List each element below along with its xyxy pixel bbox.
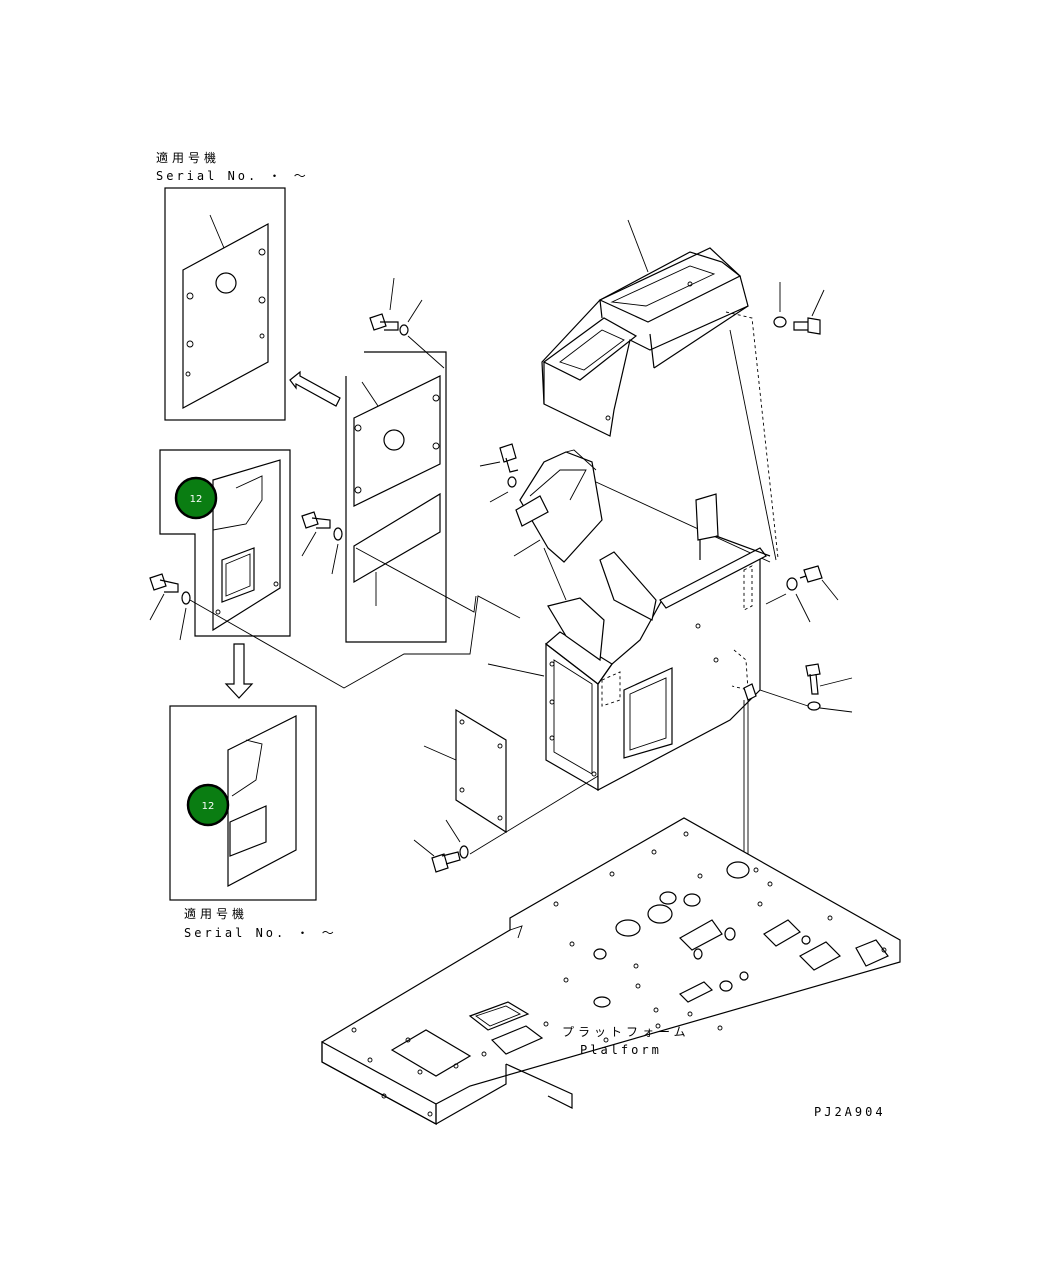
- bolt-group-right-upper: [725, 282, 825, 561]
- detail-frame-lower: [169, 705, 317, 901]
- bolt-group-top: [369, 277, 445, 369]
- arrow-down-icon: [224, 643, 254, 699]
- bolt-group-right-mid: [743, 565, 853, 868]
- console-cover: [541, 219, 749, 437]
- drawing-code: PJ2A904: [814, 1105, 886, 1119]
- main-console-box: [487, 493, 771, 792]
- callout-badge-12-lower[interactable]: 12: [186, 783, 230, 827]
- serial-label-top-jp: 適用号機: [156, 150, 220, 165]
- arrow-left-icon: [289, 370, 341, 407]
- serial-label-top-en: Serial No. ・ ～: [156, 169, 309, 183]
- platform-label-jp: プラットフォーム: [562, 1025, 690, 1039]
- lever-console: [479, 443, 771, 601]
- platform-floor: [321, 817, 901, 1126]
- leader-line-2: [355, 547, 477, 613]
- serial-label-bottom-en: Serial No. ・ ～: [184, 926, 337, 940]
- leader-line-1: [189, 595, 521, 689]
- detail-frame-upper: [164, 187, 286, 421]
- callout-number: 12: [202, 801, 215, 812]
- front-cover-plate: [423, 708, 599, 855]
- bolt-group-left: [149, 511, 343, 641]
- callout-number: 12: [190, 494, 203, 505]
- callout-badge-12-upper[interactable]: 12: [174, 476, 218, 520]
- serial-label-bottom-jp: 適用号機: [184, 906, 248, 921]
- cover-panel-frame: [345, 351, 447, 643]
- bolt-group-bottom: [413, 819, 469, 873]
- detail-frame-middle: [159, 449, 291, 637]
- platform-label-en: Plalform: [580, 1043, 662, 1057]
